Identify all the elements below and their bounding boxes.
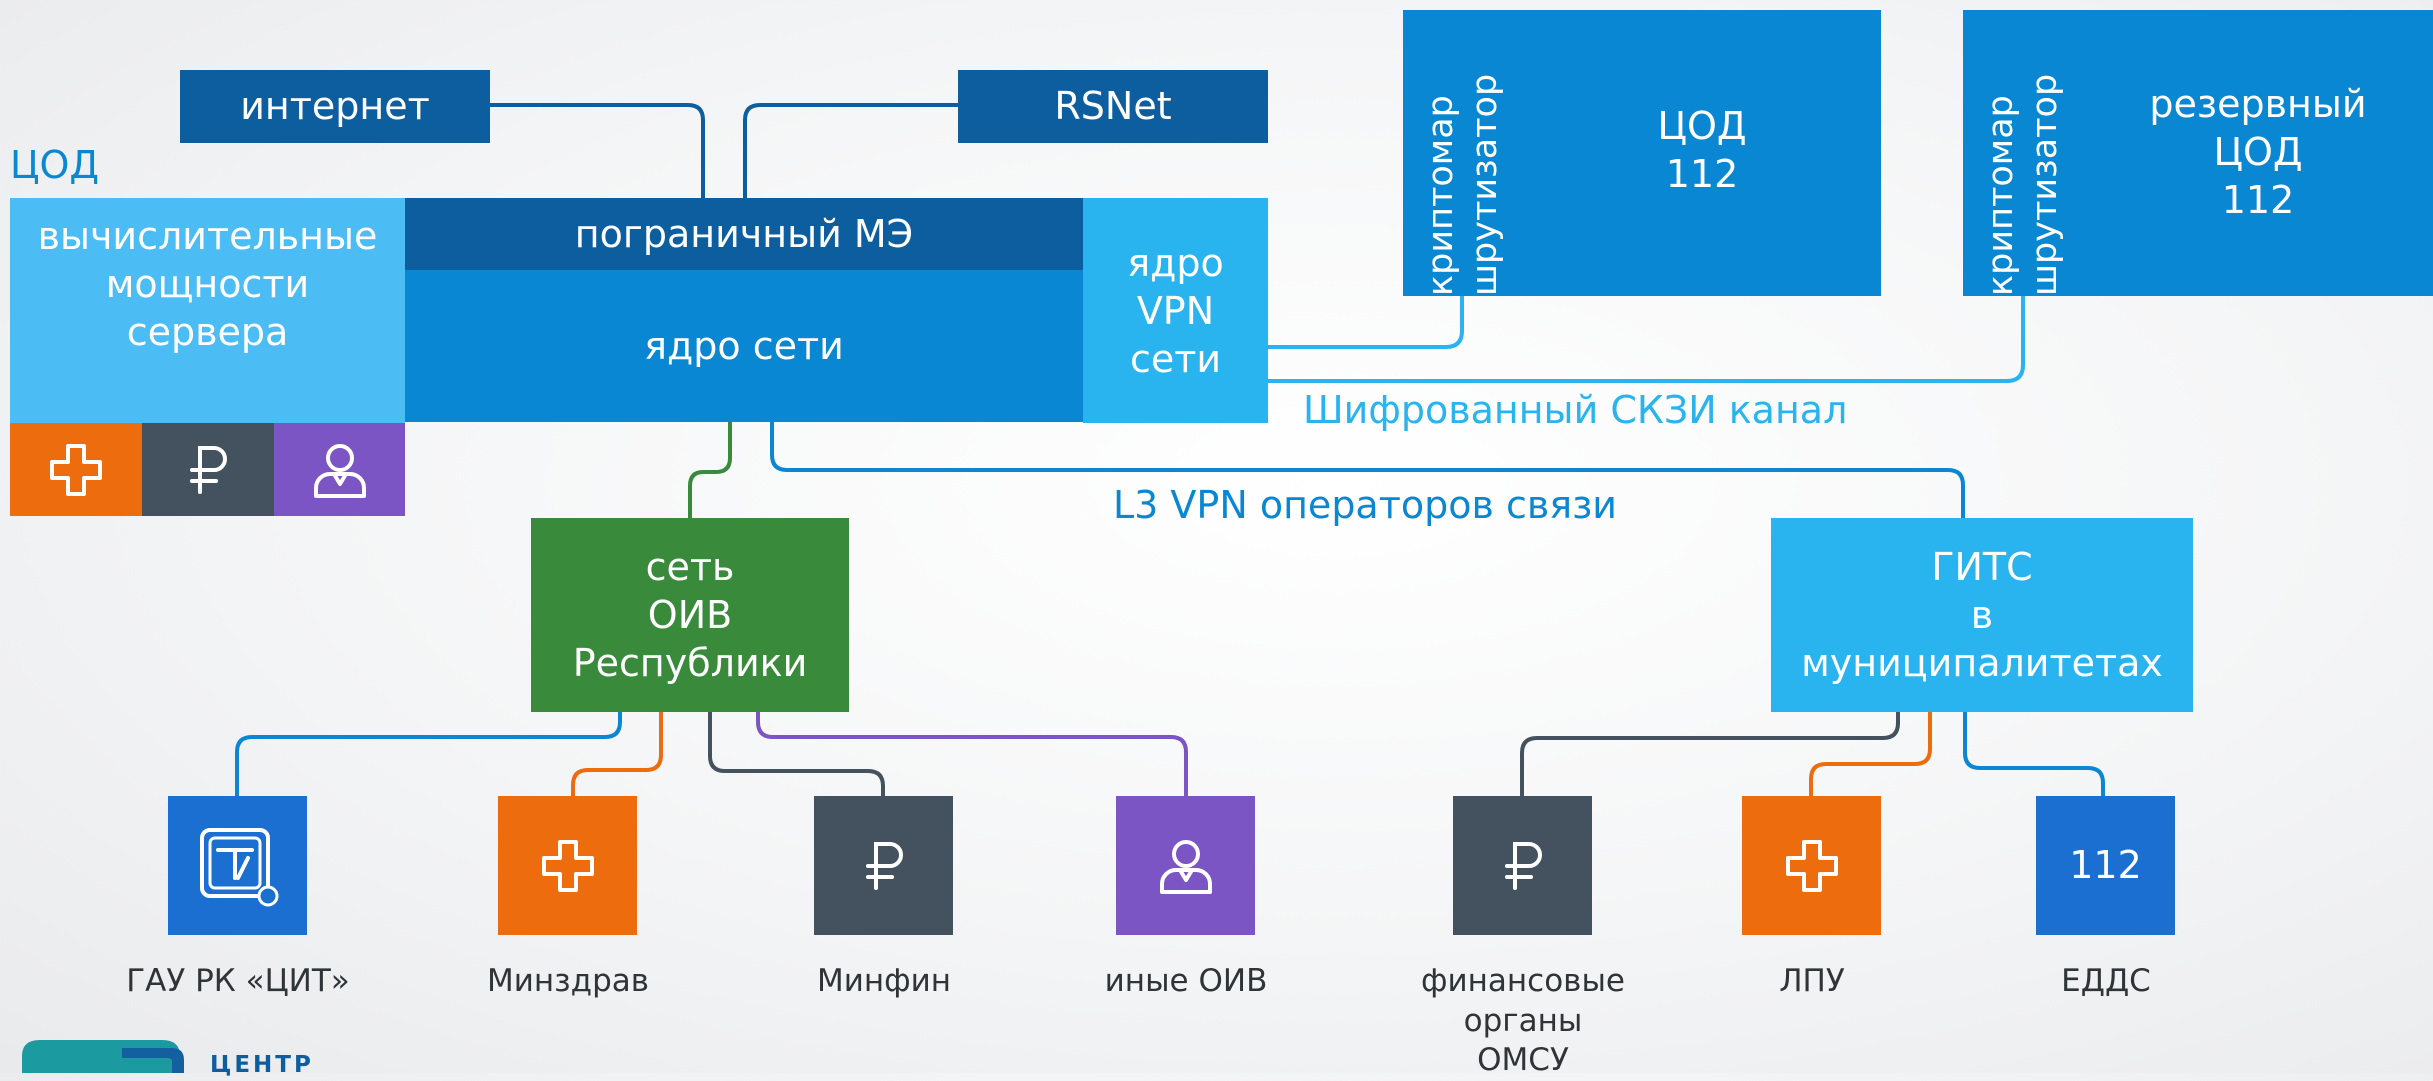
compute-medical-tile [10, 423, 142, 516]
ruble-icon [1504, 841, 1542, 890]
compute-line-1: вычислительные [37, 214, 378, 258]
vpn-core-line-1: ядро [1127, 240, 1224, 285]
crypto-line-2: шрутизатор [1465, 73, 1505, 296]
finance-omsu-line-1: финансовые [1420, 963, 1625, 999]
cod112-node: ЦОД 112 [1523, 10, 1881, 296]
encrypted-channel-label: Шифрованный СКЗИ канал [1303, 388, 1848, 432]
minzdrav-label: Минздрав [486, 963, 650, 999]
gau-label: ГАУ РК «ЦИТ» [126, 963, 350, 999]
reserve-cod112-node: резервный ЦОД 112 [2083, 10, 2433, 296]
crypto-line-1: криптомар [1421, 95, 1461, 296]
cod112-line-2: 112 [1665, 152, 1739, 196]
finance-omsu-line-2: органы [1463, 1002, 1583, 1039]
gits-to-finance-link [1520, 710, 1900, 798]
border-firewall-node: пограничный МЭ [405, 198, 1083, 270]
gits-line-3: муниципалитетах [1801, 641, 2163, 685]
internet-link [488, 103, 705, 200]
edds-label: ЕДДС [2061, 963, 2151, 999]
rsnet-node: RSNet [958, 70, 1268, 143]
reserve-cod112-line-1: резервный [2149, 82, 2367, 126]
oiv-line-3: Республики [572, 641, 808, 685]
rsnet-link [743, 103, 960, 200]
gits-line-2: в [1970, 593, 1994, 637]
minzdrav-tile [498, 796, 637, 935]
vpn-core-node: ядро VPN сети [1083, 198, 1268, 423]
compute-line-2: мощности [105, 262, 310, 306]
ruble-icon [190, 445, 227, 494]
minfin-label: Минфин [816, 963, 952, 999]
ruble-icon [865, 841, 903, 890]
finance-omsu-line-3: ОМСУ [1477, 1042, 1569, 1079]
edds-tile: 112 [2036, 796, 2175, 935]
network-core-label: ядро сети [644, 323, 844, 368]
encrypted-link-reserve [1266, 294, 2025, 383]
reserve-cod112-line-3: 112 [2221, 178, 2295, 222]
compute-line-3: сервера [126, 310, 289, 354]
compute-node: вычислительные мощности сервера [10, 198, 405, 423]
encrypted-link-cod112 [1266, 294, 1464, 349]
oiv-line-2: ОИВ [647, 593, 733, 637]
crypto-router-reserve: криптомар шрутизатор [1963, 10, 2083, 296]
oiv-to-minzdrav-link [571, 710, 663, 798]
medical-cross-icon [541, 839, 594, 892]
oiv-to-gau-link [235, 710, 622, 798]
medical-cross-icon [50, 443, 102, 496]
gau-tile [168, 796, 307, 935]
crypto-router-cod112: криптомар шрутизатор [1403, 10, 1523, 296]
vpn-core-line-2: VPN [1136, 288, 1215, 333]
internet-label: интернет [240, 84, 430, 129]
cit-logo-icon [199, 827, 278, 906]
core-to-gits-link [770, 420, 1965, 520]
finance-omsu-tile [1453, 796, 1592, 935]
vpn-core-line-3: сети [1129, 336, 1222, 381]
person-icon [1159, 839, 1212, 894]
border-firewall-label: пограничный МЭ [574, 211, 914, 256]
lpu-label: ЛПУ [1779, 963, 1845, 999]
internet-node: интернет [180, 70, 490, 143]
gits-to-lpu-link [1809, 710, 1932, 798]
oiv-to-other-link [756, 710, 1188, 798]
gits-node: ГИТС в муниципалитетах [1771, 518, 2193, 712]
network-core-node: ядро сети [405, 270, 1083, 422]
core-to-oiv-link [688, 420, 732, 520]
lpu-tile [1742, 796, 1881, 935]
crypto-reserve-line-1: криптомар [1981, 95, 2021, 296]
logo-text: ЦЕНТР [210, 1052, 314, 1078]
edds-badge: 112 [2069, 843, 2142, 888]
cod112-line-1: ЦОД [1657, 104, 1747, 148]
compute-ruble-tile [142, 423, 274, 516]
other-oiv-tile [1116, 796, 1255, 935]
other-oiv-label: иные ОИВ [1104, 963, 1268, 999]
person-icon [313, 443, 366, 498]
crypto-reserve-line-2: шрутизатор [2025, 73, 2065, 296]
rsnet-label: RSNet [1054, 84, 1172, 129]
cod-title: ЦОД [10, 143, 100, 187]
gits-to-edds-link [1963, 710, 2105, 798]
minfin-tile [814, 796, 953, 935]
oiv-network-node: сеть ОИВ Республики [531, 518, 849, 712]
medical-cross-icon [1785, 839, 1838, 892]
oiv-to-minfin-link [708, 710, 885, 798]
finance-omsu-label: финансовые органы ОМСУ [1393, 962, 1653, 1081]
compute-person-tile [274, 423, 405, 516]
gits-line-1: ГИТС [1931, 545, 2033, 589]
organization-logo [22, 1040, 184, 1073]
reserve-cod112-line-2: ЦОД [2213, 130, 2303, 174]
oiv-line-1: сеть [645, 545, 735, 589]
l3vpn-label: L3 VPN операторов связи [1113, 483, 1618, 527]
